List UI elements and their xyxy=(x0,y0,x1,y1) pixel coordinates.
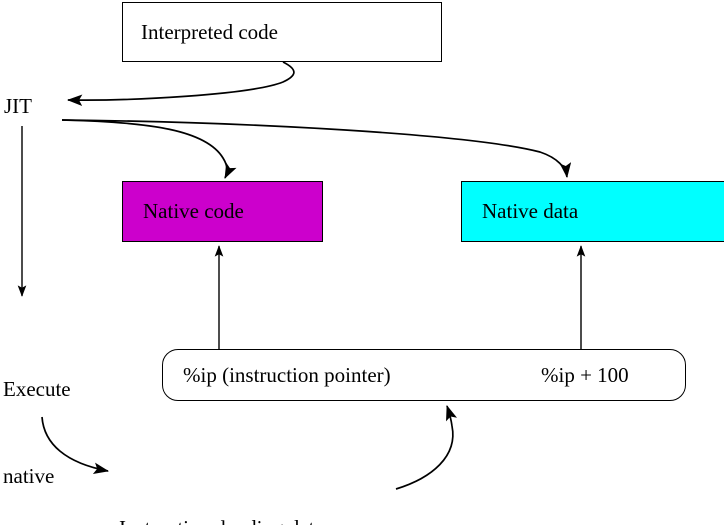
instruction-pointer-offset-label: %ip + 100 xyxy=(541,362,629,387)
instruction-pointer-label: %ip (instruction pointer) xyxy=(183,362,391,387)
label-instruction-line-1: Instruction, loading data xyxy=(119,514,324,525)
node-native-code[interactable]: Native code xyxy=(122,181,323,242)
edge-interpreted-to-jit xyxy=(66,61,295,107)
node-interpreted-code[interactable]: Interpreted code xyxy=(122,2,442,62)
label-execute-line-2: native xyxy=(3,464,55,488)
node-native-code-label: Native code xyxy=(143,199,244,223)
label-jit: JIT xyxy=(4,94,32,118)
node-instruction-pointer[interactable]: %ip (instruction pointer) %ip + 100 xyxy=(162,349,686,401)
label-execute-line-1: Execute xyxy=(3,377,71,401)
label-instruction-loading-data: Instruction, loading data movq (100)%ip,… xyxy=(119,456,324,525)
node-native-data[interactable]: Native data xyxy=(461,181,724,242)
node-native-data-label: Native data xyxy=(482,199,579,223)
node-interpreted-code-label: Interpreted code xyxy=(141,19,279,44)
label-execute-native-instructions: Execute native instructions xyxy=(3,317,101,525)
edge-jit-to-native-data xyxy=(61,119,572,179)
edge-instruction-to-ip xyxy=(395,405,457,490)
edge-jit-to-native-code xyxy=(61,119,237,179)
